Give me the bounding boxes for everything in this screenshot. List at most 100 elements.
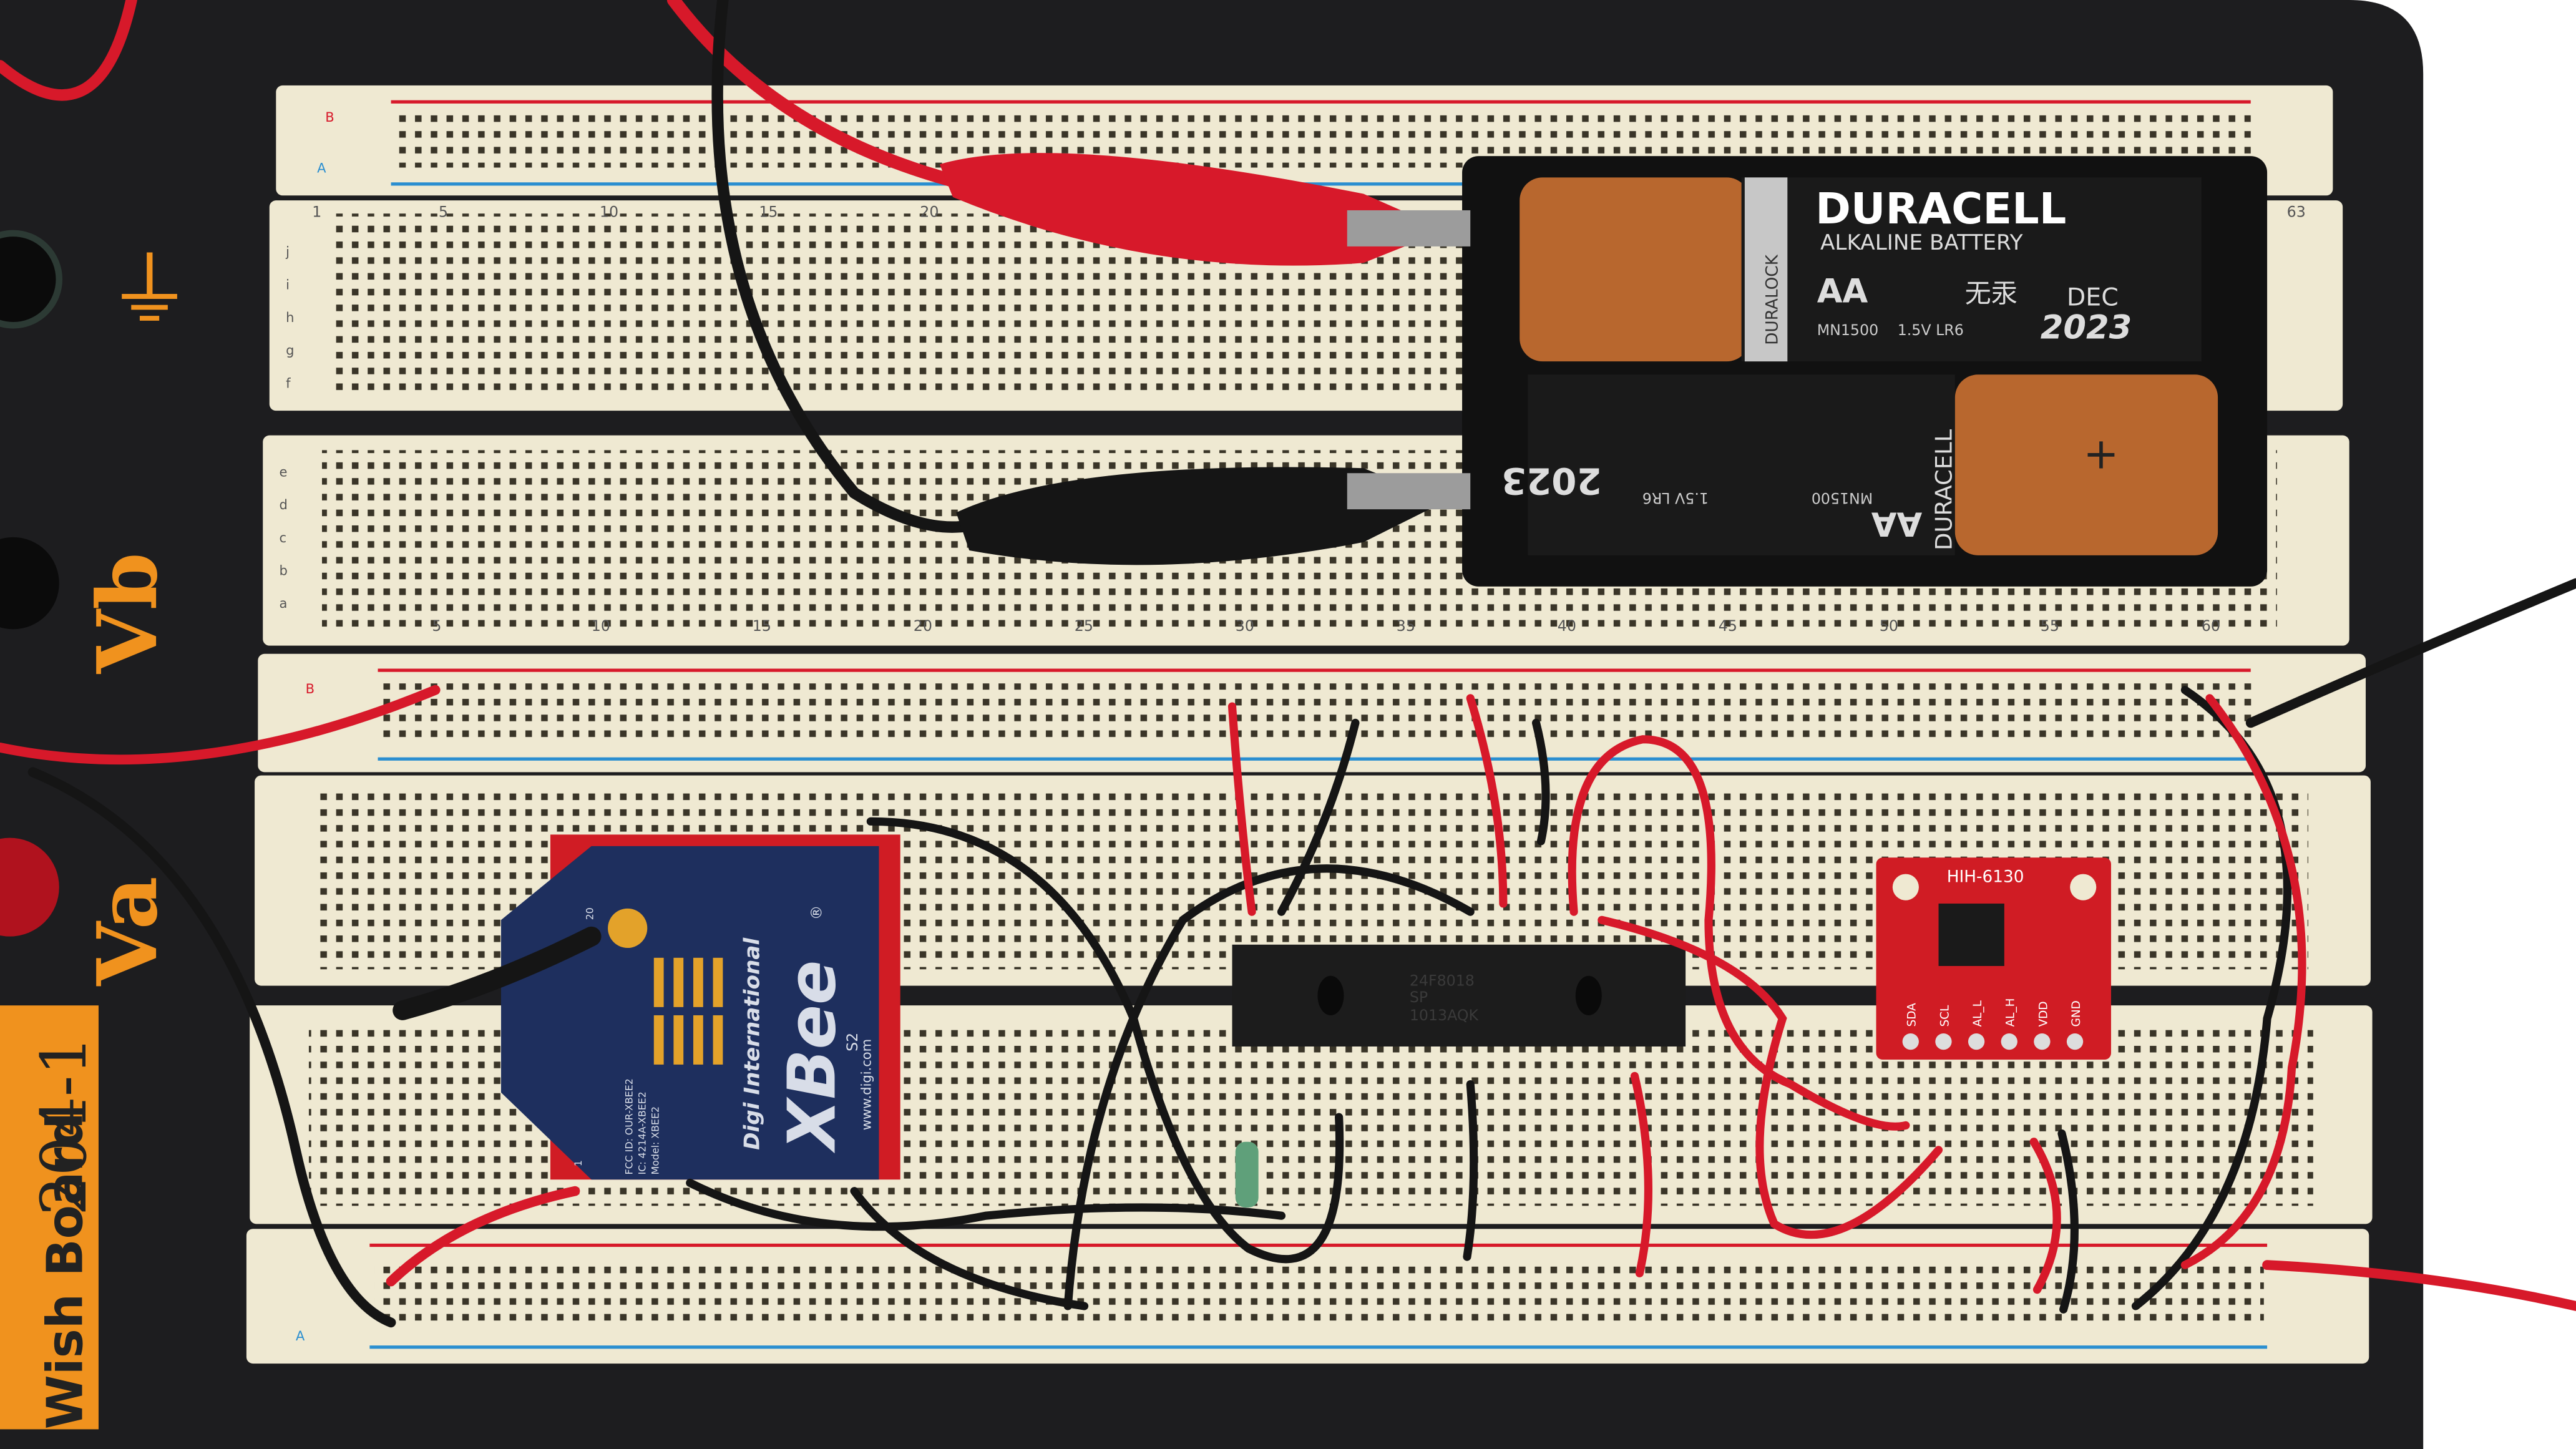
battery-model: MN1500 [1817,321,1878,339]
wire-black [866,817,1344,1264]
xbee-url: www.digi.com [858,1039,874,1130]
xbee-series: S2 [844,1033,861,1051]
wire-black [27,767,396,1328]
alligator-clip-red [939,153,1446,266]
row-letter: d [280,497,288,512]
binding-post-vb [0,537,59,630]
humidity-sensor-board: HIH-6130 SDA SCL AL_L AL_H VDD GND [1876,857,2111,1060]
xbee-pin-20: 20 [583,907,595,920]
chip-line-2: SP [1410,988,1428,1006]
wire-red [2180,694,2306,1269]
dip-chip: 24F8018 SP 1013AQK [1232,944,1686,1046]
sensor-pin-label: SDA [1906,1003,1919,1027]
binding-post-va [0,837,59,937]
battery-size: AA [1817,272,1868,310]
wire-red [1630,1071,1653,1277]
column-number: 20 [920,203,939,221]
wire-red [1466,694,1508,908]
jumper-wires [0,578,2576,1328]
rail-letter: A [317,160,326,175]
wire-black [2057,1129,2079,1314]
wire-black [1277,718,1360,916]
chip-line-1: 24F8018 [1410,972,1475,990]
chip-line-3: 1013AQK [1410,1007,1480,1024]
xbee-brand: Digi International [739,937,764,1150]
column-number: 40 [1558,617,1576,635]
column-number: 63 [2287,203,2306,221]
battery-aa-bottom: DURACELL 2023 1.5V LR6 MN1500 AA + [1501,374,2218,555]
battery-aa-top: DURACELL ALKALINE BATTERY AA 无汞 MN1500 1… [1520,177,2202,362]
row-letter: g [286,343,294,358]
battery-date-month: DEC [2067,283,2119,312]
column-number: 25 [1075,617,1093,635]
wire-red [1598,915,1943,1239]
model-label: 204-1 [27,1036,100,1216]
wire-red [1227,702,1256,916]
wire-red-external [2262,1260,2576,1311]
wire-black [1531,718,1550,846]
battery-date-year: 2023 [1501,459,1602,502]
row-letter: e [280,464,288,479]
xbee-module: XBee ® Digi International S2 www.digi.co… [500,834,900,1180]
battery-side-text: DURALOCK [1764,254,1782,345]
battery-voltage: 1.5V LR6 [1642,489,1709,507]
battery-type: ALKALINE BATTERY [1820,230,2023,255]
column-number: 60 [2202,617,2220,635]
battery-brand: DURACELL [1931,429,1958,550]
resistor [1235,1141,1259,1208]
ground-symbol: ⏚ [107,242,192,341]
sensor-pin-label: AL_L [1971,1000,1984,1027]
column-number: 45 [1719,617,1737,635]
column-number: 15 [759,203,778,221]
column-number: 5 [439,203,448,221]
battery-plus: + [2083,429,2119,479]
column-number: 10 [592,617,610,635]
column-number: 55 [2041,617,2059,635]
wire-black [850,1187,1089,1310]
battery-holder: DURACELL ALKALINE BATTERY AA 无汞 MN1500 1… [1462,156,2268,587]
row-letters: j i h g f e d c b a [280,244,295,611]
rail-letter: B [306,681,315,696]
battery-date-year: 2023 [2041,308,2132,346]
thermistor-lead [393,926,602,1020]
sensor-pin-label: GND [2070,1000,2083,1027]
sensor-pin-label: SCL [1938,1005,1951,1027]
breadboard-bottom: B A [246,653,2373,1364]
xbee-fcc: FCC ID: OUR-XBEE2 [623,1078,635,1174]
sensor-pin-label: AL_H [2004,998,2017,1027]
row-letter: b [280,562,288,578]
sensor-name: HIH-6130 [1947,868,2024,887]
column-number: 35 [1397,617,1415,635]
column-number: 5 [432,617,441,635]
clip-jaw-black [1347,473,1471,510]
rail-letter: A [296,1328,305,1344]
battery-size: AA [1871,504,1922,542]
brand-label: Wish Board [37,1112,94,1429]
wire-black-lead [711,0,975,533]
vb-label: Vb [79,552,176,674]
wire-black [686,1178,1286,1231]
row-letter: i [286,276,290,292]
battery-model: MN1500 [1812,489,1873,507]
row-letter: h [286,310,294,325]
column-number: 10 [600,203,618,221]
wire-red-lead [666,0,960,188]
wire-black [1463,1080,1478,1261]
row-letter: j [285,244,290,260]
column-numbers-top: 1 5 10 15 20 63 5 10 15 20 25 30 35 40 4… [312,203,2306,635]
binding-post-ground [0,230,63,329]
clip-jaw-red [1347,210,1471,246]
xbee-ic: IC: 4214A-XBEE2 [637,1091,648,1174]
wire-black [1063,864,1475,1310]
sensor-pin-label: VDD [2037,1001,2050,1027]
va-label: Va [79,876,176,986]
wire-red [0,685,441,765]
row-letter: a [280,595,288,611]
column-number: 1 [312,203,321,221]
battery-voltage: 1.5V LR6 [1898,321,1964,339]
wire-red [2029,1138,2061,1294]
column-number: 20 [914,617,932,635]
xbee-pin-1: 1 [572,1160,584,1166]
column-number: 50 [1880,617,1898,635]
